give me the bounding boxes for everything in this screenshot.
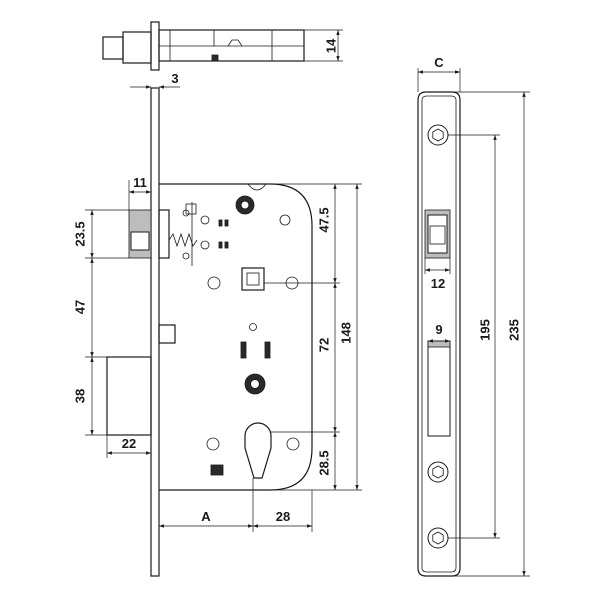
label-screw-spacing: 195 bbox=[478, 319, 493, 341]
label-latch-to-spindle: 47 bbox=[73, 300, 88, 314]
deadbolt-slot bbox=[427, 340, 451, 437]
label-latch-height: 23.5 bbox=[73, 221, 88, 246]
label-cylinder-offset: 28 bbox=[276, 509, 290, 524]
side-view bbox=[106, 87, 313, 577]
label-cylinder-to-bottom: 28.5 bbox=[317, 450, 332, 475]
label-bolt-thickness: 14 bbox=[324, 38, 339, 53]
top-view bbox=[102, 21, 343, 71]
label-spindle-to-cylinder: 72 bbox=[317, 338, 332, 352]
label-deadbolt-height: 38 bbox=[73, 389, 88, 403]
label-latch-width: 12 bbox=[431, 276, 445, 291]
spring-icon bbox=[168, 232, 198, 248]
label-deadbolt-throw: 22 bbox=[122, 436, 136, 451]
label-case-height: 148 bbox=[339, 322, 354, 344]
side-dimensions bbox=[85, 85, 362, 532]
front-dimensions bbox=[417, 68, 530, 577]
front-view bbox=[417, 91, 461, 577]
dimension-labels: 14 3 11 23.5 47 38 22 A 28 47.5 72 148 2… bbox=[73, 38, 522, 524]
label-latch-offset: 11 bbox=[133, 175, 147, 190]
forend-face bbox=[417, 91, 461, 577]
label-backset: A bbox=[201, 509, 211, 524]
screw-icon bbox=[427, 124, 449, 146]
deadbolt bbox=[106, 356, 152, 436]
spindle-hole bbox=[241, 267, 265, 291]
label-case-top: 47.5 bbox=[317, 207, 332, 232]
lock-case bbox=[159, 183, 313, 491]
label-slot-width: 9 bbox=[435, 322, 442, 337]
label-forend-width: C bbox=[434, 55, 444, 70]
forend-plate bbox=[150, 87, 160, 577]
label-forend-thickness: 3 bbox=[171, 71, 178, 86]
label-forend-length: 235 bbox=[507, 319, 522, 341]
cylinder-cutout bbox=[244, 422, 272, 479]
